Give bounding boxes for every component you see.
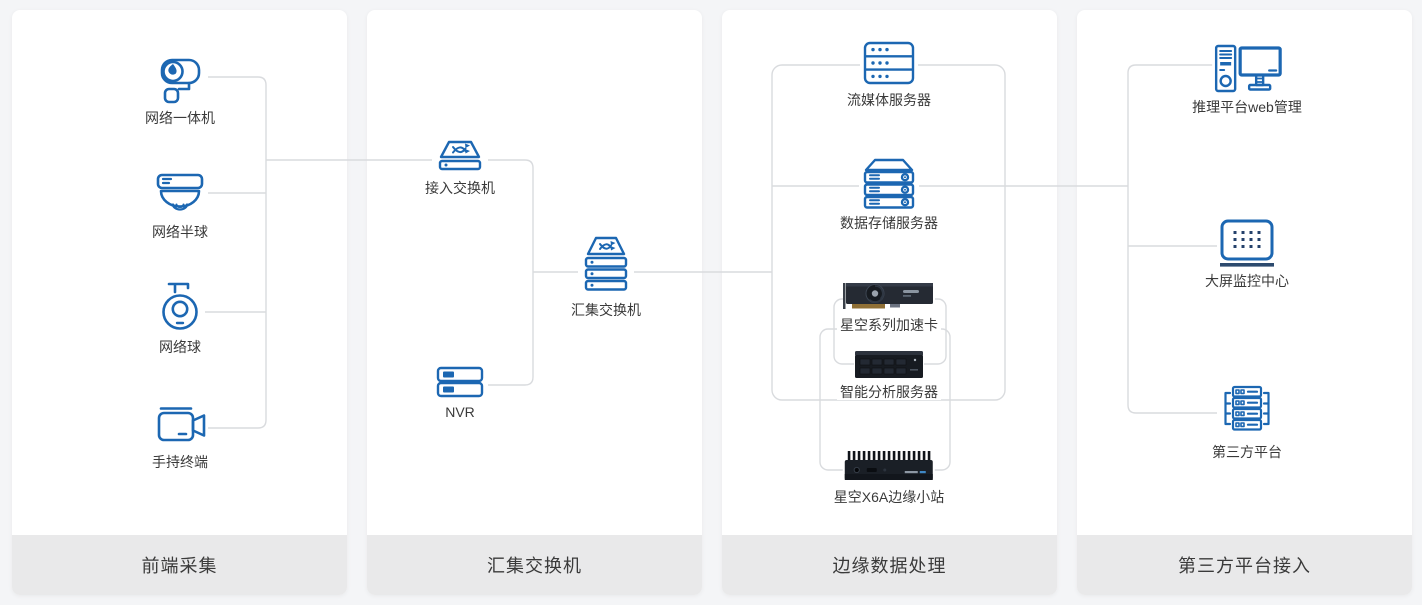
node-web-management: 推理平台web管理 — [1192, 44, 1302, 115]
node-label: 流媒体服务器 — [847, 92, 931, 108]
ptz-camera-icon — [155, 280, 205, 334]
third-party-platform-icon — [1218, 385, 1276, 439]
node-label: 第三方平台 — [1212, 444, 1282, 460]
edge-station-photo — [843, 450, 935, 484]
nvr-icon — [432, 365, 488, 399]
column-footer: 边缘数据处理 — [722, 535, 1057, 595]
analysis-server-photo — [854, 351, 924, 379]
bullet-camera-icon — [152, 53, 208, 105]
node-label: 数据存储服务器 — [840, 215, 938, 231]
node-label: 智能分析服务器 — [837, 384, 941, 401]
dome-camera-icon — [152, 171, 208, 219]
node-accelerator-card: 星空系列加速卡 — [837, 282, 941, 334]
column-card-switch: 汇集交换机 — [367, 10, 702, 595]
media-server-icon — [860, 39, 918, 87]
node-label: 星空系列加速卡 — [837, 317, 941, 334]
node-label: 网络一体机 — [145, 110, 215, 126]
node-access-switch: 接入交换机 — [425, 139, 495, 196]
node-label: 推理平台web管理 — [1192, 99, 1302, 115]
node-media-server: 流媒体服务器 — [847, 39, 931, 108]
web-management-icon — [1212, 44, 1282, 94]
column-footer: 第三方平台接入 — [1077, 535, 1412, 595]
node-storage-server: 数据存储服务器 — [840, 156, 938, 231]
aggregation-switch-icon — [578, 235, 634, 297]
node-big-screen: 大屏监控中心 — [1205, 218, 1289, 289]
node-handheld-terminal: 手持终端 — [152, 405, 208, 470]
column-footer: 前端采集 — [12, 535, 347, 595]
node-label: NVR — [445, 404, 475, 420]
node-label: 网络半球 — [152, 224, 208, 240]
node-aggregation-switch: 汇集交换机 — [571, 235, 641, 318]
accelerator-card-photo — [843, 282, 935, 312]
node-label: 接入交换机 — [425, 180, 495, 196]
node-nvr: NVR — [432, 365, 488, 420]
node-label: 大屏监控中心 — [1205, 273, 1289, 289]
column-card-thirdparty: 第三方平台接入 — [1077, 10, 1412, 595]
big-screen-icon — [1217, 218, 1277, 268]
node-analysis-server: 智能分析服务器 — [837, 351, 941, 401]
node-edge-station: 星空X6A边缘小站 — [834, 450, 944, 505]
node-label: 手持终端 — [152, 454, 208, 470]
node-network-dome: 网络半球 — [152, 171, 208, 240]
node-network-ball: 网络球 — [155, 280, 205, 355]
node-third-party: 第三方平台 — [1212, 385, 1282, 460]
access-switch-icon — [432, 139, 488, 175]
storage-server-icon — [859, 156, 919, 210]
column-footer: 汇集交换机 — [367, 535, 702, 595]
column-card-frontend: 前端采集 — [12, 10, 347, 595]
node-network-camera: 网络一体机 — [145, 53, 215, 126]
node-label: 星空X6A边缘小站 — [833, 489, 945, 505]
node-label: 汇集交换机 — [571, 302, 641, 318]
node-label: 网络球 — [159, 339, 201, 355]
handheld-terminal-icon — [152, 405, 208, 449]
